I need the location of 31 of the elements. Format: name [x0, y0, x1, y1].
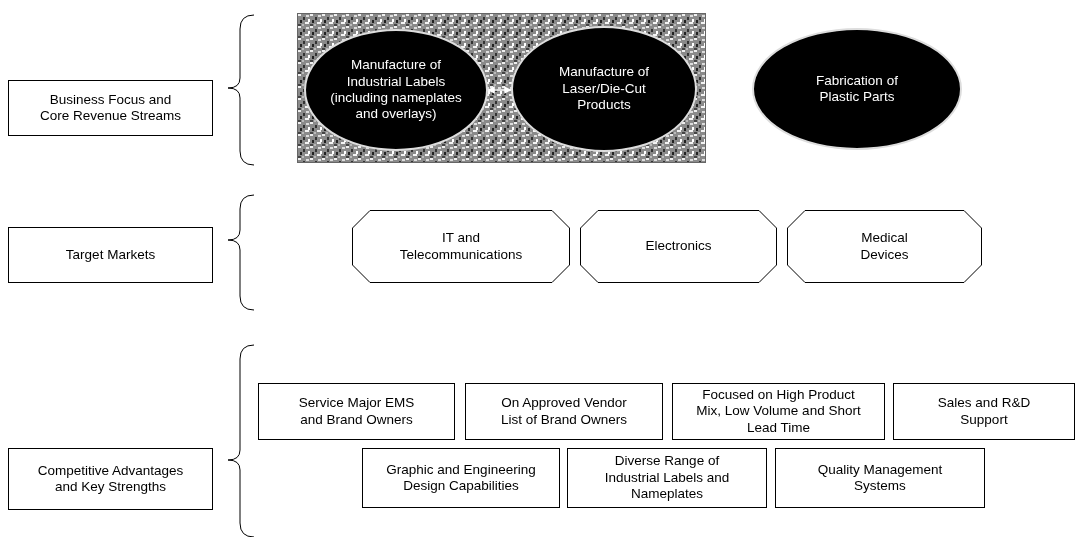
strength-box	[672, 383, 885, 440]
octagon-node	[787, 210, 982, 283]
node-text: Focused on High Product Mix, Low Volume and Short Lead Time	[695, 386, 862, 437]
textured-panel	[297, 13, 706, 163]
node-text: Quality Management Systems	[816, 461, 944, 495]
node-text: Manufacture of Laser/Die-Cut Products	[557, 64, 651, 114]
node-text: Manufacture of Industrial Labels (including nameplates and overlays)	[329, 57, 463, 123]
node-text: Competitive Advantages and Key Strengths	[36, 462, 185, 496]
strength-box	[465, 383, 663, 440]
strength-box	[567, 448, 767, 508]
double-arrow	[487, 86, 512, 94]
node-text: Diverse Range of Industrial Labels and Nameplates	[603, 453, 731, 503]
node-text: Fabrication of Plastic Parts	[815, 72, 899, 106]
label-box	[8, 227, 213, 283]
strength-box	[258, 383, 455, 440]
strength-box	[362, 448, 560, 508]
node-text: Target Markets	[65, 246, 156, 264]
octagon-node	[580, 210, 777, 283]
label-box	[8, 80, 213, 136]
node-text: IT and Telecommunications	[398, 230, 524, 263]
node-text: Electronics	[645, 238, 712, 255]
strength-box	[893, 383, 1075, 440]
node-text: Medical Devices	[859, 230, 910, 263]
node-text: Sales and R&D Support	[936, 395, 1032, 428]
node-text: Service Major EMS and Brand Owners	[297, 395, 416, 428]
octagon-node	[352, 210, 570, 283]
node-text: Graphic and Engineering Design Capabilities	[385, 461, 537, 495]
node-text: On Approved Vendor List of Brand Owners	[499, 395, 629, 428]
strength-box	[775, 448, 985, 508]
label-box	[8, 448, 213, 510]
node-text: Business Focus and Core Revenue Streams	[38, 91, 183, 125]
